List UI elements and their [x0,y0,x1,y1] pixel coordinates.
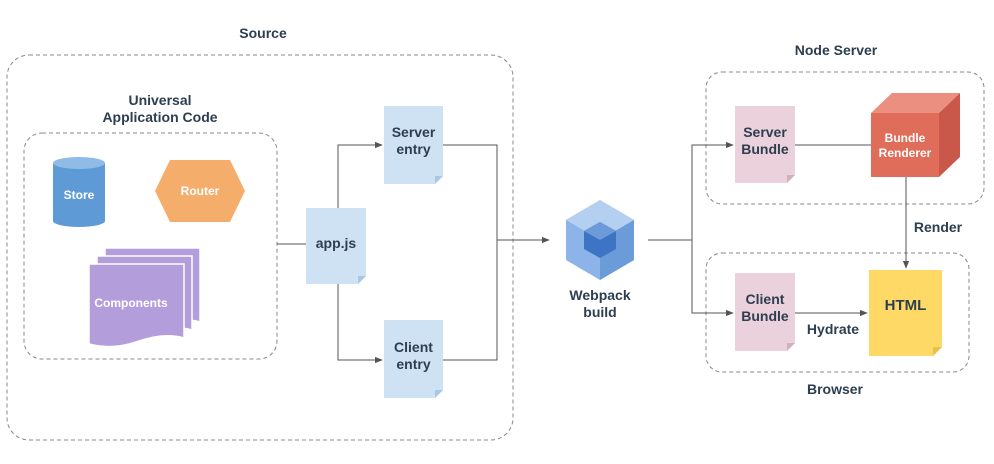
store-label: Store [63,188,95,202]
router-label: Router [180,184,220,198]
components-stack [88,247,201,348]
universal-group [23,132,278,360]
webpack-icon [566,200,634,280]
server-bundle-label: Server Bundle [741,124,789,157]
components-label: Components [94,296,168,310]
node-server-group-title: Node Server [794,42,878,58]
store-cylinder [53,157,105,227]
bundle-renderer-cube [871,93,960,177]
bundle-renderer-label: Bundle Renderer [878,131,932,160]
client-entry-label: Client entry [394,339,433,372]
server-bundle-doc [735,106,795,183]
client-bundle-doc [735,273,795,351]
html-label: HTML [884,297,927,314]
universal-group-title: Universal Application Code [102,92,218,125]
render-edge-label: Render [913,219,963,235]
source-group [6,54,514,441]
source-group-title: Source [239,25,287,41]
html-doc [869,270,942,356]
connectors [277,141,910,364]
client-entry-doc [384,320,443,398]
node-server-group [705,71,985,205]
hydrate-edge-label: Hydrate [806,321,860,337]
browser-group-title: Browser [806,381,864,397]
app-js-label: app.js [315,235,357,251]
webpack-label: Webpack build [569,287,631,320]
server-entry-label: Server entry [391,124,436,157]
app-js-doc [306,208,366,284]
client-bundle-label: Client Bundle [741,291,789,324]
server-entry-doc [384,106,443,184]
router-hexagon [155,160,245,222]
